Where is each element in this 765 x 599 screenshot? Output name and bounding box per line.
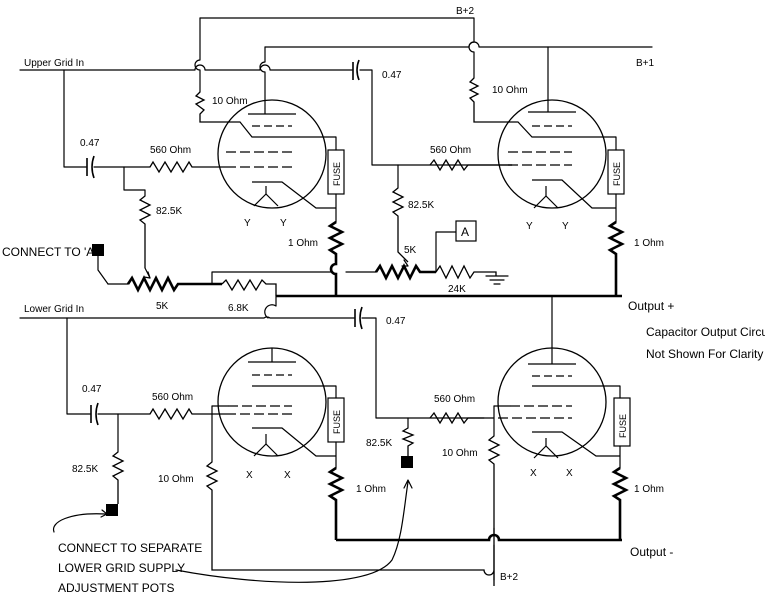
resistor-lower-left-screen-label: 10 Ohm <box>158 474 194 485</box>
potentiometer-left <box>107 267 222 293</box>
capacitor-lower-mid-label: 0.47 <box>386 316 406 327</box>
b-plus-2-top-rail <box>194 17 475 93</box>
capacitor-upper-left-label: 0.47 <box>80 138 100 149</box>
resistor-upper-right-cathode-label: 1 Ohm <box>634 238 664 249</box>
tube-lower-left <box>217 347 336 457</box>
pin-x-right-1: X <box>530 468 537 479</box>
resistor-lower-left-cathode-label: 1 Ohm <box>356 484 386 495</box>
resistor-upper-right-cathode <box>607 220 625 296</box>
fuse-lower-right-label: FUSE <box>618 414 628 438</box>
fuse-lower-left <box>327 385 345 469</box>
fuse-upper-left-label: FUSE <box>332 162 342 186</box>
resistor-upper-left-grid <box>149 160 226 174</box>
resistor-upper-right-grid-label: 560 Ohm <box>430 145 471 156</box>
lower-mid-bias-pad <box>401 456 413 468</box>
potentiometer-mid-label: 5K <box>404 245 417 256</box>
resistor-upper-left-screen <box>194 91 230 123</box>
resistor-6-8k <box>211 271 333 296</box>
pin-y-left-1: Y <box>244 218 251 229</box>
resistor-lower-mid-bias <box>401 417 415 456</box>
resistor-upper-mid-bias-label: 82.5K <box>408 200 434 211</box>
resistor-upper-right-screen-label: 10 Ohm <box>492 85 528 96</box>
tube-upper-right <box>497 99 616 209</box>
resistor-lower-right-grid-label: 560 Ohm <box>434 394 475 405</box>
resistor-lower-mid-bias-label: 82.5K <box>366 438 392 449</box>
potentiometer-left-label: 5K <box>156 301 169 312</box>
fuse-lower-right <box>613 385 631 469</box>
node-a-box <box>455 220 477 242</box>
connect-a-label: CONNECT TO 'A' <box>2 245 97 259</box>
separate-note-line3: ADJUSTMENT POTS <box>58 581 174 595</box>
lower-grid-in-label: Lower Grid In <box>24 304 84 315</box>
resistor-24k-label: 24K <box>448 284 466 295</box>
separate-note-line2: LOWER GRID SUPPLY <box>58 561 185 575</box>
fuse-lower-left-label: FUSE <box>332 410 342 434</box>
resistor-24k <box>435 264 509 285</box>
pin-y-right-2: Y <box>562 221 569 232</box>
resistor-lower-left-bias <box>111 413 125 504</box>
upper-grid-in-wire <box>19 64 513 168</box>
pin-x-left-2: X <box>284 470 291 481</box>
resistor-lower-right-screen <box>487 405 511 528</box>
resistor-upper-left-bias <box>123 166 152 268</box>
capacitor-note-line2: Not Shown For Clarity <box>646 347 763 361</box>
capacitor-note-line1: Capacitor Output Circuitry <box>646 325 765 339</box>
resistor-lower-right-grid <box>429 411 484 425</box>
upper-grid-in-label: Upper Grid In <box>24 58 84 69</box>
b-plus-2-top-label: B+2 <box>456 6 475 17</box>
resistor-upper-left-cathode-label: 1 Ohm <box>288 238 318 249</box>
tube-upper-left <box>217 99 336 209</box>
capacitor-lower-left <box>90 402 151 426</box>
node-a-label: A <box>461 225 469 239</box>
resistor-lower-left-grid <box>149 407 226 421</box>
capacitor-lower-mid <box>354 306 363 330</box>
resistor-upper-left-cathode <box>327 220 345 296</box>
resistor-lower-right-cathode-label: 1 Ohm <box>634 484 664 495</box>
resistor-lower-left-grid-label: 560 Ohm <box>152 392 193 403</box>
resistor-upper-right-grid <box>429 158 512 172</box>
resistor-upper-left-grid-label: 560 Ohm <box>150 145 191 156</box>
resistor-lower-right-cathode <box>611 466 629 540</box>
pin-y-left-2: Y <box>280 218 287 229</box>
b-plus-2-bottom-label: B+2 <box>500 572 519 583</box>
capacitor-lower-left-label: 0.47 <box>82 384 102 395</box>
lower-grid-in-wire <box>19 295 485 419</box>
resistor-6-8k-label: 6.8K <box>228 303 249 314</box>
resistor-lower-left-bias-label: 82.5K <box>72 464 98 475</box>
output-plus-label: Output + <box>628 299 674 313</box>
fuse-upper-right-label: FUSE <box>612 162 622 186</box>
capacitor-upper-mid <box>352 59 360 81</box>
capacitor-upper-left <box>86 155 151 179</box>
resistor-upper-left-bias-label: 82.5K <box>156 206 182 217</box>
resistor-lower-right-screen-label: 10 Ohm <box>442 448 478 459</box>
b-plus-1-label: B+1 <box>636 58 655 69</box>
fuse-upper-left <box>327 136 345 223</box>
resistor-upper-left-screen-label: 10 Ohm <box>212 96 248 107</box>
tube-lower-right <box>484 296 620 459</box>
resistor-lower-left-cathode <box>327 466 345 540</box>
pin-x-left-1: X <box>246 470 253 481</box>
pin-x-right-2: X <box>566 468 573 479</box>
capacitor-upper-mid-label: 0.47 <box>382 70 402 81</box>
resistor-upper-right-screen <box>468 77 506 123</box>
output-minus-label: Output - <box>630 545 673 559</box>
output-minus-bus <box>336 533 622 542</box>
lower-left-bias-pad <box>106 504 118 516</box>
annotation-arrows <box>52 479 413 583</box>
separate-note-line1: CONNECT TO SEPARATE <box>58 541 202 555</box>
resistor-lower-left-screen <box>205 405 495 586</box>
potentiometer-mid <box>345 259 436 281</box>
b-plus-1-rail <box>259 41 653 111</box>
connect-a-pad <box>92 244 104 256</box>
pin-y-right-1: Y <box>526 221 533 232</box>
resistor-upper-mid-bias <box>391 164 409 263</box>
fuse-upper-right <box>607 136 625 223</box>
